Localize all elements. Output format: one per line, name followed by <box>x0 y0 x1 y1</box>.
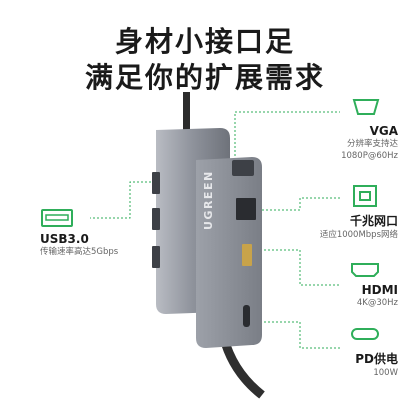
pd-title: PD供电 <box>355 352 398 366</box>
headline-line-2: 满足你的扩展需求 <box>84 61 325 94</box>
hdmi-title: HDMI <box>361 283 398 297</box>
usb-line1: 传输速率高达5Gbps <box>40 247 119 257</box>
pd-line1: 100W <box>373 368 398 378</box>
hdmi-line1: 4K@30Hz <box>356 298 398 308</box>
vga-line2: 1080P@60Hz <box>341 151 398 161</box>
usb-title: USB3.0 <box>40 232 89 246</box>
usb-port-1 <box>152 172 160 194</box>
hdmi-port <box>242 244 252 266</box>
brand-logo: UGREEN <box>202 170 215 230</box>
ethernet-title: 千兆网口 <box>349 214 398 228</box>
type-c-icon <box>350 326 380 345</box>
vga-port <box>232 160 254 176</box>
usb-label: USB3.0 传输速率高达5Gbps <box>40 232 118 258</box>
vga-line1: 分辨率支持达 <box>346 139 398 149</box>
usb-port-3 <box>152 246 160 268</box>
usb-port-2 <box>152 208 160 230</box>
pd-port <box>243 305 250 327</box>
hdmi-icon <box>350 262 380 282</box>
ethernet-line1: 适应1000Mbps网络 <box>319 230 398 240</box>
usb-icon <box>40 208 74 232</box>
cable-top <box>183 92 190 132</box>
pd-label: PD供电 100W <box>355 350 398 379</box>
ethernet-label: 千兆网口 适应1000Mbps网络 <box>320 212 398 241</box>
headline-line-1: 身材小接口足 <box>114 25 295 58</box>
vga-title: VGA <box>369 124 398 138</box>
ethernet-port <box>236 198 256 220</box>
ethernet-icon <box>352 184 378 212</box>
vga-icon <box>352 98 380 120</box>
vga-label: VGA 分辨率支持达 1080P@60Hz <box>341 124 398 162</box>
hdmi-label: HDMI 4K@30Hz <box>357 283 398 309</box>
